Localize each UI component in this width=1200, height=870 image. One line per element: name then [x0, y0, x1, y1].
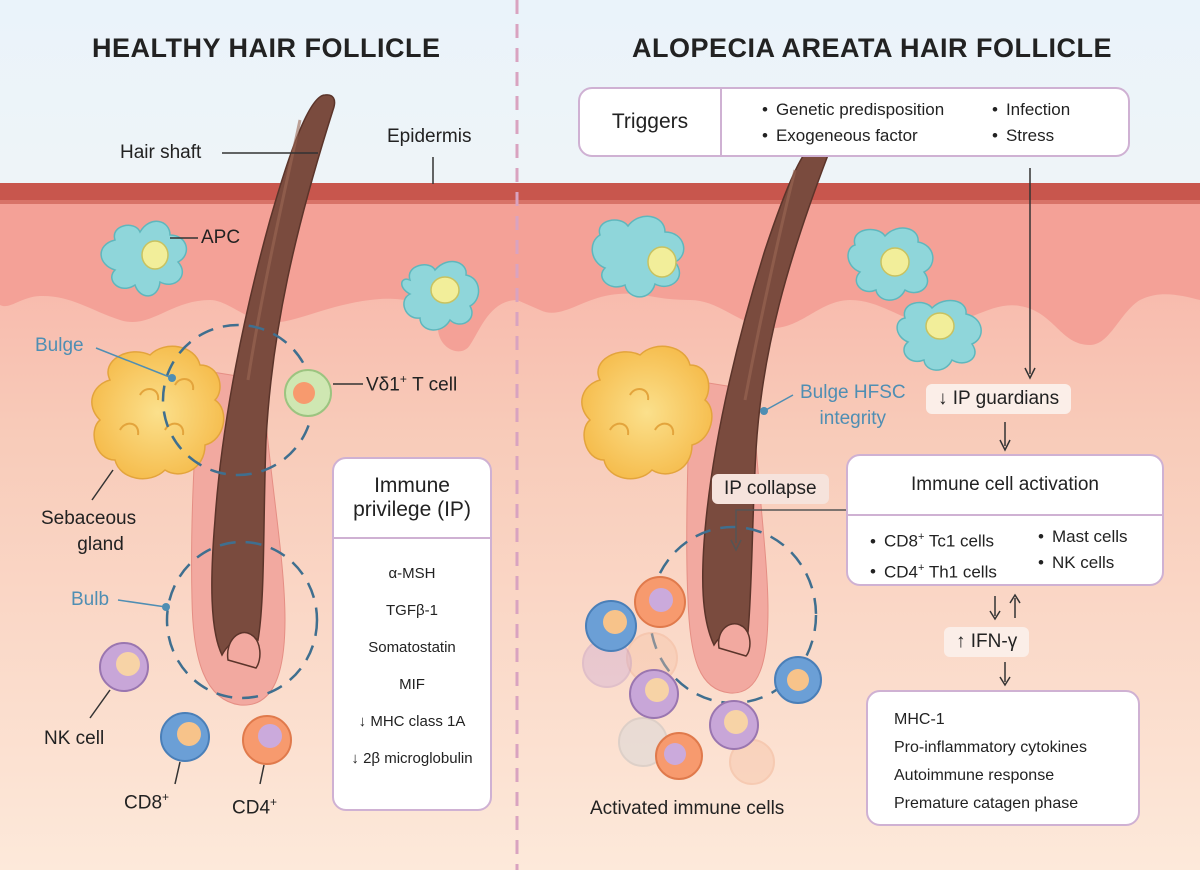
triggers-label: Triggers	[580, 89, 722, 155]
trigger-item: Genetic predisposition	[762, 97, 944, 123]
ifn-gamma-tag: ↑ IFN-γ	[944, 627, 1030, 657]
ip-item: MIF	[399, 676, 425, 693]
triggers-box: Triggers Genetic predisposition Exogeneo…	[578, 87, 1130, 157]
bulge-label: Bulge	[35, 335, 84, 356]
sebaceous-gland-aa	[581, 345, 713, 480]
outcome-item: Pro-inflammatory cytokines	[894, 739, 1087, 756]
ip-collapse-tag: IP collapse	[712, 474, 829, 504]
apc-label: APC	[201, 227, 241, 248]
outcomes-box: MHC-1 Pro-inflammatory cytokines Autoimm…	[866, 690, 1140, 826]
immune-privilege-list: α-MSH TGFβ-1 Somatostatin MIF ↓ MHC clas…	[334, 539, 490, 777]
cd8-label: CD8+	[124, 790, 170, 814]
nk-cell	[99, 642, 149, 692]
outcome-item: MHC-1	[894, 711, 945, 728]
left-panel-title: HEALTHY HAIR FOLLICLE	[92, 33, 441, 63]
bulb-label: Bulb	[71, 589, 110, 610]
apc-cell	[847, 227, 934, 301]
trigger-item: Stress	[992, 123, 1070, 149]
ip-item: Somatostatin	[368, 639, 456, 656]
activation-item: CD8+ Tc1 cells	[870, 524, 997, 555]
bulb-region	[165, 540, 319, 700]
vd1-t-cell	[284, 369, 332, 417]
cd8-cell	[160, 712, 210, 762]
dermal-papilla	[226, 631, 261, 669]
trigger-item: Exogeneous factor	[762, 123, 944, 149]
activated-immune-cells	[582, 576, 822, 785]
apc-cell	[591, 215, 685, 298]
right-panel-title: ALOPECIA AREATA HAIR FOLLICLE	[632, 33, 1112, 63]
outcome-item: Autoimmune response	[894, 767, 1055, 784]
immune-activation-box: Immune cell activation CD8+ Tc1 cells CD…	[846, 454, 1164, 586]
cd4-label: CD4+	[232, 795, 278, 819]
triggers-list-1: Genetic predisposition Exogeneous factor	[762, 97, 944, 149]
apc-cell	[100, 220, 188, 297]
apc-cell	[401, 260, 480, 331]
immune-privilege-title-2: privilege (IP)	[353, 498, 471, 521]
immune-privilege-title-1: Immune	[374, 474, 450, 497]
ip-item: TGFβ-1	[386, 602, 438, 619]
activation-list-1: CD8+ Tc1 cells CD4+ Th1 cells	[870, 524, 997, 585]
ip-item: ↓ MHC class 1A	[358, 713, 466, 730]
hair-shaft-label: Hair shaft	[120, 142, 202, 163]
ip-item: α-MSH	[388, 565, 436, 582]
activation-list-2: Mast cells NK cells	[1038, 524, 1128, 576]
activated-immune-cells-label: Activated immune cells	[590, 798, 785, 819]
cd4-cell	[242, 715, 292, 765]
ip-item: ↓ 2β microglobulin	[351, 750, 473, 767]
activation-item: CD4+ Th1 cells	[870, 555, 997, 586]
epidermis-label: Epidermis	[387, 126, 472, 147]
ip-guardians-tag: ↓ IP guardians	[926, 384, 1072, 414]
nk-cell-label: NK cell	[44, 728, 105, 749]
immune-privilege-box: Immune privilege (IP) α-MSH TGFβ-1 Somat…	[332, 457, 492, 811]
outcome-item: Premature catagen phase	[894, 795, 1079, 812]
immune-privilege-header: Immune privilege (IP)	[334, 459, 490, 539]
triggers-list-2: Infection Stress	[992, 97, 1070, 149]
trigger-item: Infection	[992, 97, 1070, 123]
vd1-t-cell-label: Vδ1+ T cell	[366, 372, 458, 396]
apc-cell	[896, 299, 982, 371]
sebaceous-gland	[91, 345, 225, 480]
activation-item: Mast cells	[1038, 524, 1128, 550]
immune-activation-title: Immune cell activation	[848, 456, 1162, 516]
activation-item: NK cells	[1038, 550, 1128, 576]
